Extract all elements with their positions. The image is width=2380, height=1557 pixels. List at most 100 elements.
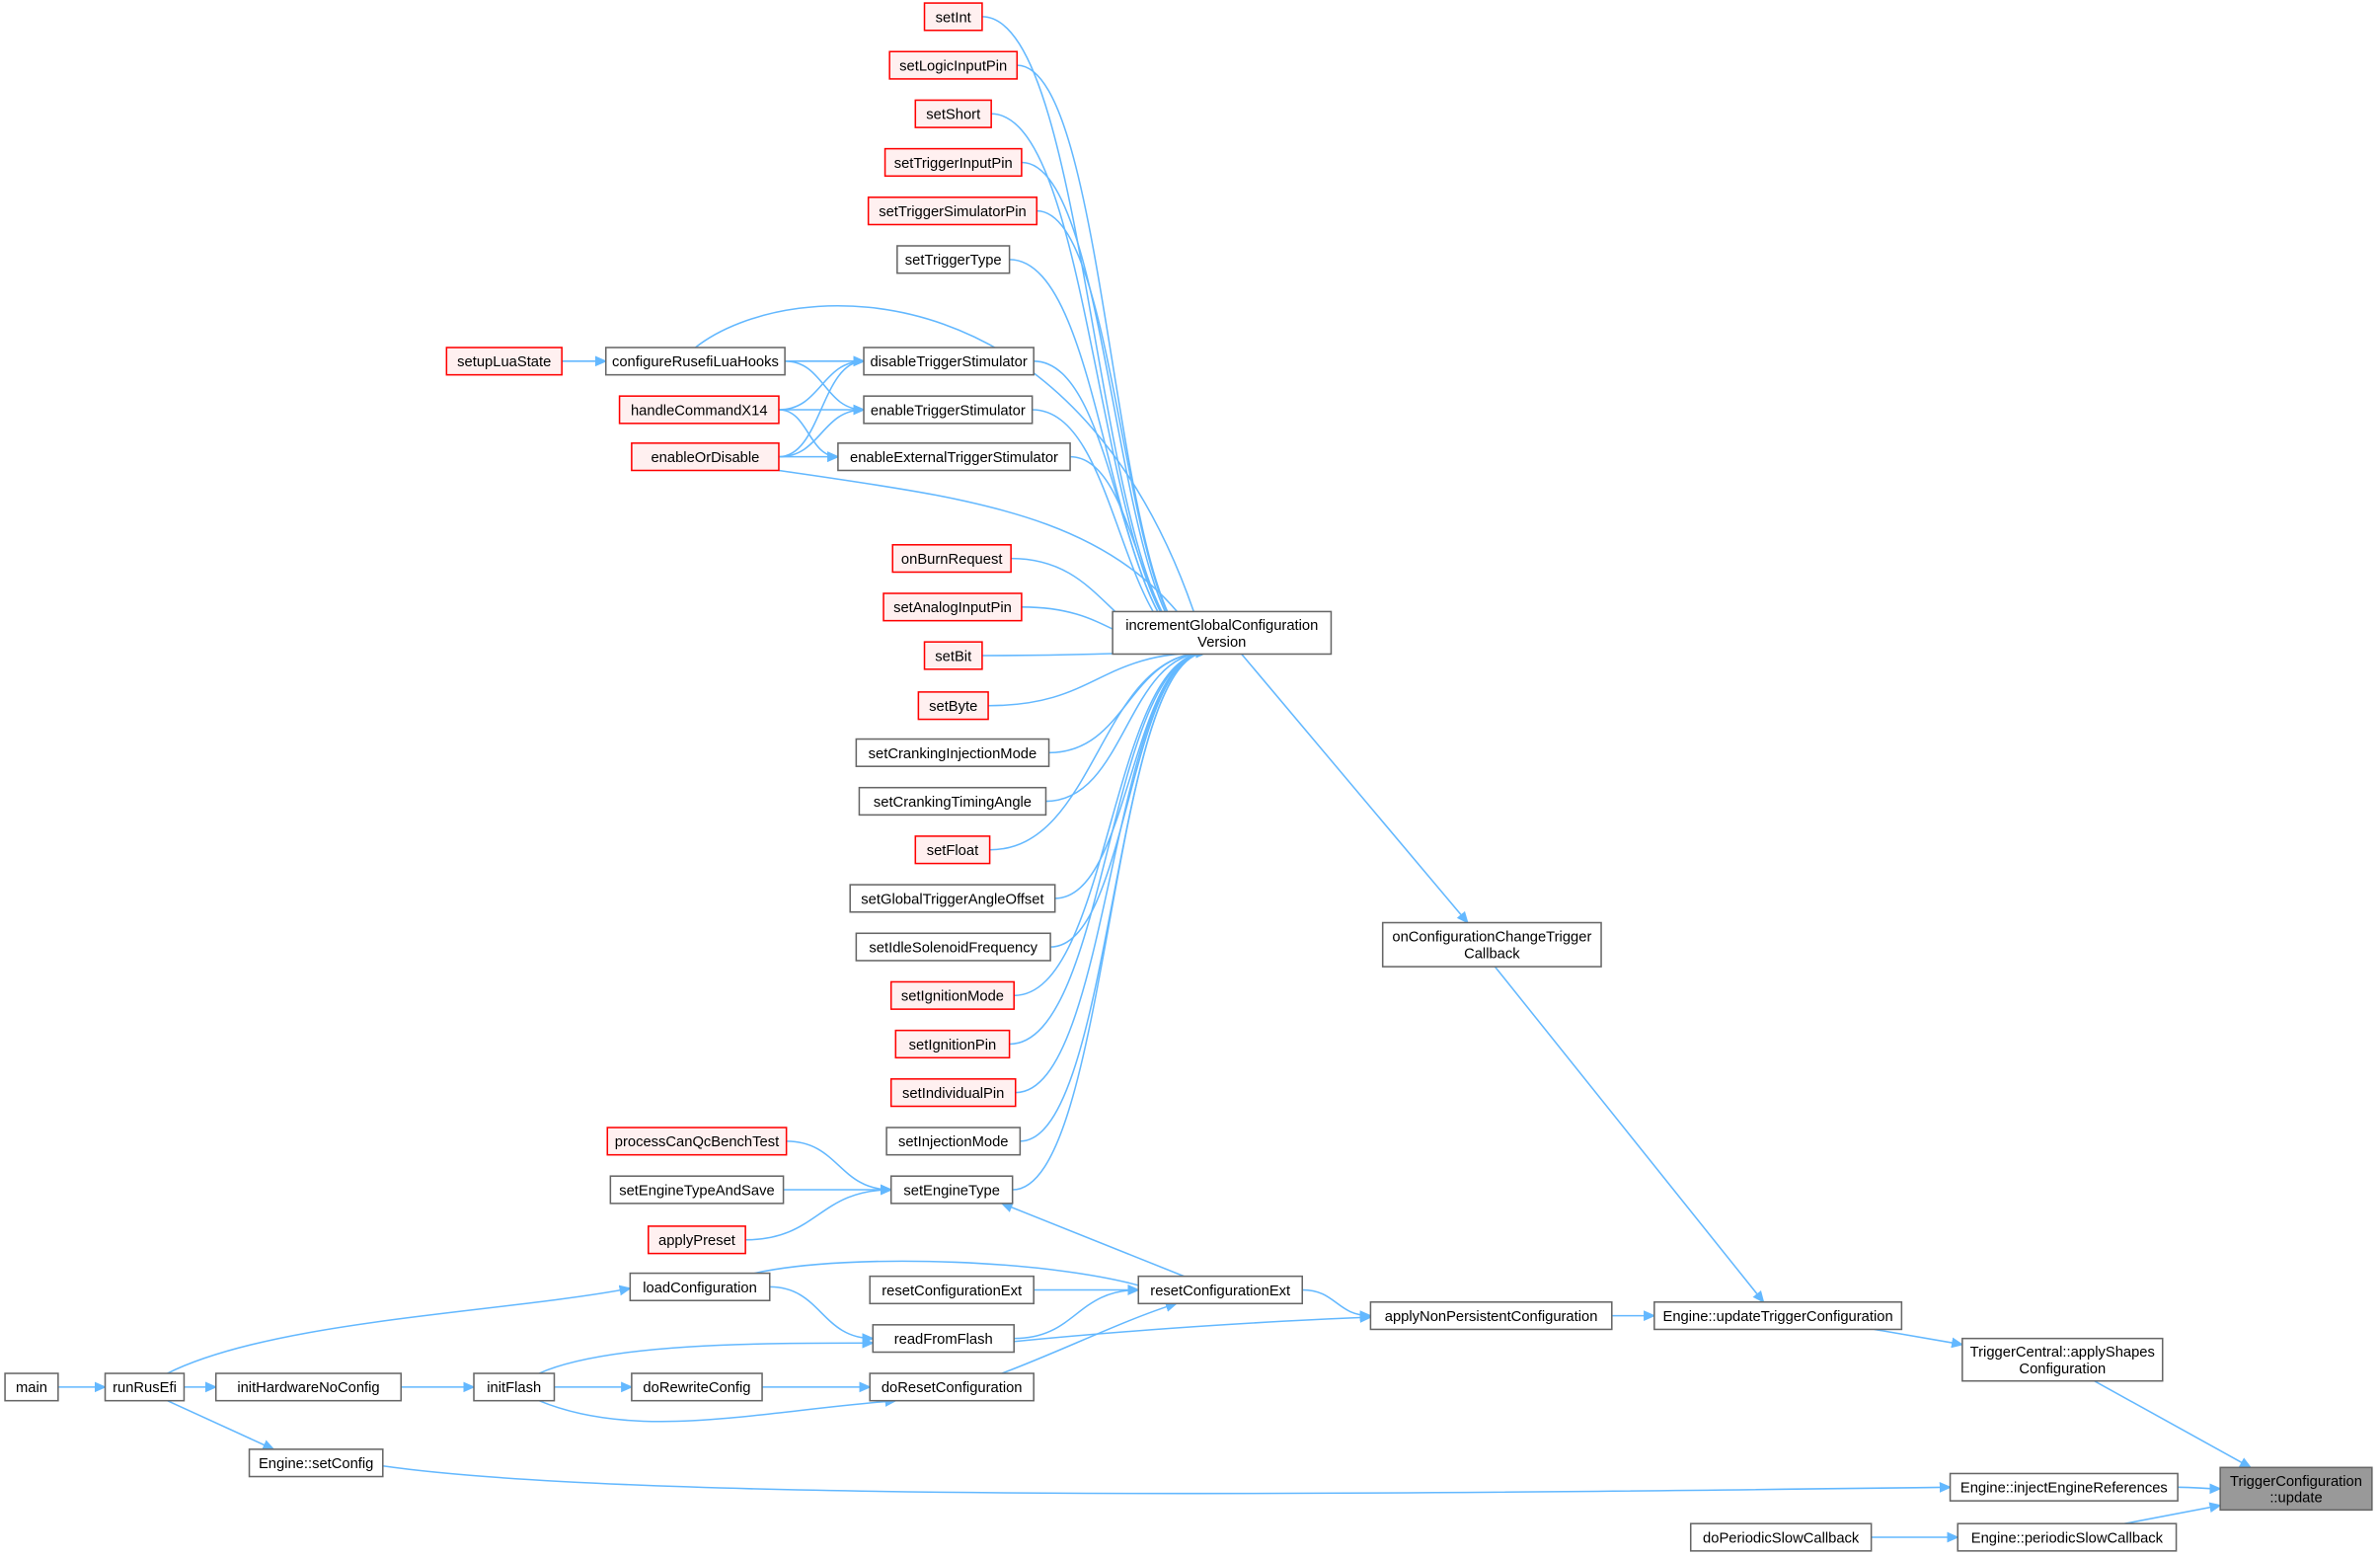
edge-inject-engine-references-to-update [2178,1483,2222,1495]
node-label: configureRusefiLuaHooks [612,354,779,370]
node-label: setGlobalTriggerAngleOffset [861,892,1043,907]
node-label: setIgnitionMode [901,989,1004,1005]
node-label: Engine::periodicSlowCallback [1971,1530,2164,1546]
node-set-byte[interactable]: setByte [917,691,989,721]
node-label: setIdleSolenoidFrequency [869,940,1037,956]
node-box [4,1372,59,1402]
node-set-float[interactable]: setFloat [914,835,991,865]
edge-enable-or-disable-to-disable-trigger-stimulator [778,355,866,458]
node-box [889,1078,1017,1108]
node-set-trigger-simulator-pin[interactable]: setTriggerSimulatorPin [867,196,1038,226]
node-apply-non-persistent-configuration[interactable]: applyNonPersistentConfiguration [1369,1301,1613,1331]
node-reset-configuration-ext2[interactable]: resetConfigurationExt [869,1275,1035,1305]
node-box [888,50,1019,80]
edge-handle-command-x14-to-disable-trigger-stimulator [778,355,866,411]
edge-run-rus-efi-to-load-configuration [167,1285,632,1374]
edge-reset-configuration-ext-to-apply-non-persistent-configuration [1302,1288,1372,1321]
node-set-logic-input-pin[interactable]: setLogicInputPin [888,50,1019,80]
node-box [863,395,1034,425]
node-box [917,691,989,721]
node-set-global-trigger-angle-offset[interactable]: setGlobalTriggerAngleOffset [849,884,1056,913]
node-box [855,932,1051,962]
node-box [631,1372,763,1402]
node-read-from-flash[interactable]: readFromFlash [872,1324,1015,1354]
node-box [606,1127,788,1156]
node-set-engine-type[interactable]: setEngineType [889,1175,1014,1205]
node-enable-trigger-stimulator[interactable]: enableTriggerStimulator [863,395,1034,425]
node-enable-or-disable[interactable]: enableOrDisable [631,442,780,472]
node-periodic-slow-callback[interactable]: Engine::periodicSlowCallback [1957,1522,2178,1552]
node-box [214,1372,403,1402]
node-box [473,1372,556,1402]
node-label: loadConfiguration [643,1281,757,1296]
node-set-short[interactable]: setShort [914,99,992,128]
node-label: doPeriodicSlowCallback [1703,1530,1860,1546]
node-set-engine-type-and-save[interactable]: setEngineTypeAndSave [609,1175,785,1205]
node-set-analog-input-pin[interactable]: setAnalogInputPin [883,592,1023,622]
node-inject-engine-references[interactable]: Engine::injectEngineReferences [1949,1472,2179,1502]
node-box [923,2,983,32]
node-box [837,442,1071,472]
node-process-can-qc-bench-test[interactable]: processCanQcBenchTest [606,1127,788,1156]
node-label: Callback [1464,947,1520,963]
node-set-ignition-pin[interactable]: setIgnitionPin [894,1029,1011,1059]
node-on-burn-request[interactable]: onBurnRequest [891,544,1012,574]
node-box [889,980,1015,1010]
node-label: setFloat [927,843,978,859]
edge-set-engine-type-to-increment-global-configuration-version [1012,647,1208,1191]
node-load-configuration[interactable]: loadConfiguration [629,1272,771,1302]
edge-configure-rusefi-lua-hooks-to-enable-trigger-stimulator [785,360,866,416]
node-set-individual-pin[interactable]: setIndividualPin [889,1078,1017,1108]
edge-on-configuration-change-trigger-callback-to-update-trigger-configuration [1494,966,1765,1303]
node-label: setLogicInputPin [899,58,1007,74]
node-set-injection-mode[interactable]: setInjectionMode [885,1127,1022,1156]
node-box [849,884,1056,913]
node-label: setTriggerInputPin [894,156,1013,172]
node-reset-configuration-ext[interactable]: resetConfigurationExt [1137,1275,1304,1305]
node-set-trigger-type[interactable]: setTriggerType [896,245,1011,274]
node-set-trigger-input-pin[interactable]: setTriggerInputPin [883,147,1023,178]
edge-periodic-slow-callback-to-update [2124,1502,2222,1524]
node-set-cranking-injection-mode[interactable]: setCrankingInjectionMode [855,738,1050,767]
node-label: setByte [929,699,977,715]
node-handle-command-x14[interactable]: handleCommandX14 [618,395,780,425]
node-do-reset-configuration[interactable]: doResetConfiguration [869,1372,1035,1402]
node-label: initHardwareNoConfig [237,1380,379,1396]
node-update-trigger-configuration[interactable]: Engine::updateTriggerConfiguration [1653,1301,1903,1331]
node-enable-external-trigger-stimulator[interactable]: enableExternalTriggerStimulator [837,442,1071,472]
node-configure-rusefi-lua-hooks[interactable]: configureRusefiLuaHooks [604,347,786,376]
node-set-idle-solenoid-frequency[interactable]: setIdleSolenoidFrequency [855,932,1051,962]
edge-update-trigger-configuration-to-apply-shapes-configuration [1874,1328,1964,1349]
node-run-rus-efi[interactable]: runRusEfi [104,1372,186,1402]
node-label: runRusEfi [113,1380,177,1396]
node-label: Engine::updateTriggerConfiguration [1663,1309,1893,1325]
node-set-cranking-timing-angle[interactable]: setCrankingTimingAngle [858,786,1047,817]
edge-set-trigger-simulator-pin-to-increment-global-configuration-version [1036,209,1208,659]
node-disable-trigger-stimulator[interactable]: disableTriggerStimulator [863,347,1035,376]
node-label: setTriggerSimulatorPin [879,204,1026,220]
node-set-config[interactable]: Engine::setConfig [248,1448,384,1478]
node-box [894,1029,1011,1059]
node-set-bit[interactable]: setBit [923,641,983,670]
node-init-hardware-no-config[interactable]: initHardwareNoConfig [214,1372,403,1402]
node-do-rewrite-config[interactable]: doRewriteConfig [631,1372,763,1402]
node-setup-lua-state[interactable]: setupLuaState [445,347,563,376]
edge-handle-command-x14-to-enable-external-trigger-stimulator [778,409,840,463]
node-box [248,1448,384,1478]
node-box [858,786,1047,817]
node-set-int[interactable]: setInt [923,2,983,32]
edge-set-idle-solenoid-frequency-to-increment-global-configuration-version [1050,647,1208,948]
node-label: setCrankingTimingAngle [874,795,1032,811]
node-init-flash[interactable]: initFlash [473,1372,556,1402]
node-main[interactable]: main [4,1372,59,1402]
node-do-periodic-slow-callback[interactable]: doPeriodicSlowCallback [1689,1522,1873,1552]
edge-set-short-to-increment-global-configuration-version [991,113,1208,659]
node-box [863,347,1035,376]
edge-reset-configuration-ext-to-set-engine-type [1000,1202,1185,1278]
node-apply-preset[interactable]: applyPreset [648,1225,746,1255]
node-set-ignition-mode[interactable]: setIgnitionMode [889,980,1015,1010]
edge-set-ignition-mode-to-increment-global-configuration-version [1014,647,1208,997]
